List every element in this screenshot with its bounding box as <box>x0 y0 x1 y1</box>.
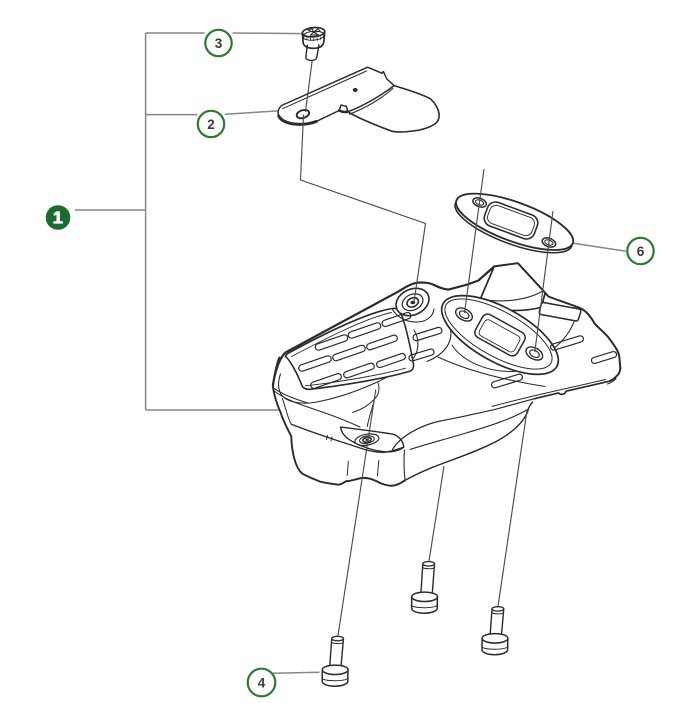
svg-text:2: 2 <box>207 117 215 132</box>
svg-text:3: 3 <box>215 36 223 51</box>
svg-text:4: 4 <box>258 676 266 691</box>
svg-text:6: 6 <box>637 244 645 259</box>
